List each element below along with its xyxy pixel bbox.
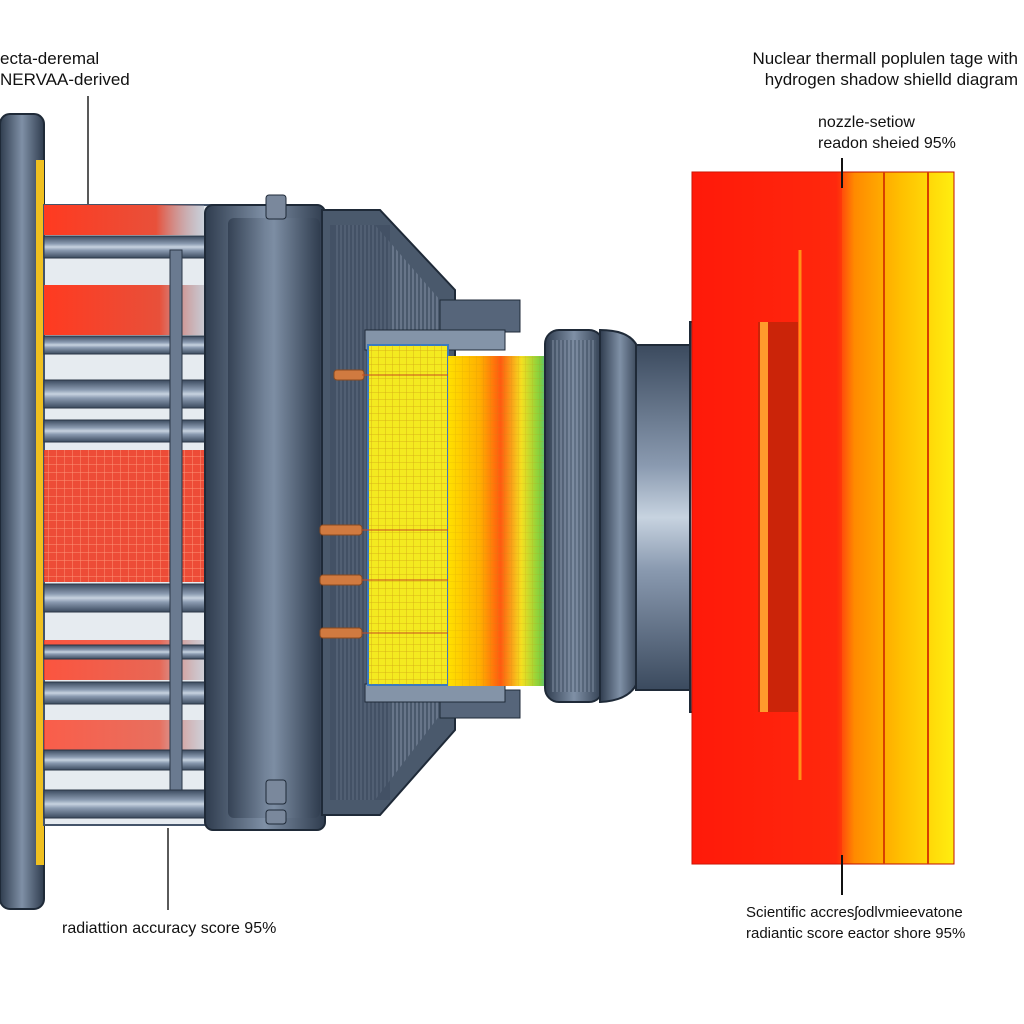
engine-body [0, 113, 521, 910]
label-top-right: Nuclear thermall poplulen tage with hydr… [752, 48, 1018, 90]
copper-pins [319, 369, 500, 639]
label-top-left-line1: ecta-deremal [0, 49, 100, 68]
label-top-left: ecta-deremal NERVAA-derived [0, 48, 130, 90]
label-bottom-right-line2: radiantic score eactor shore 95% [746, 925, 966, 942]
label-mid-right-line1: nozzle-setiow [818, 114, 915, 131]
label-mid-right: nozzle-setiow readon sheied 95% [818, 112, 956, 154]
label-top-right-line2: hydrogen shadow shielld diagram [764, 70, 1018, 89]
label-bottom-right-line1: Scientific accresʃodlvmieevatone [746, 904, 963, 921]
shadow-shield-panel [691, 171, 955, 865]
label-top-right-line1: Nuclear thermall poplulen tage with [752, 49, 1018, 68]
label-bottom-left: radiattion accuracy score 95% [62, 918, 276, 939]
label-bottom-left-line1: radiattion accuracy score 95% [62, 920, 277, 937]
label-bottom-right: Scientific accresʃodlvmieevatone radiant… [746, 902, 965, 944]
label-mid-right-line2: readon sheied 95% [818, 135, 956, 152]
label-top-left-line2: NERVAA-derived [0, 70, 130, 89]
